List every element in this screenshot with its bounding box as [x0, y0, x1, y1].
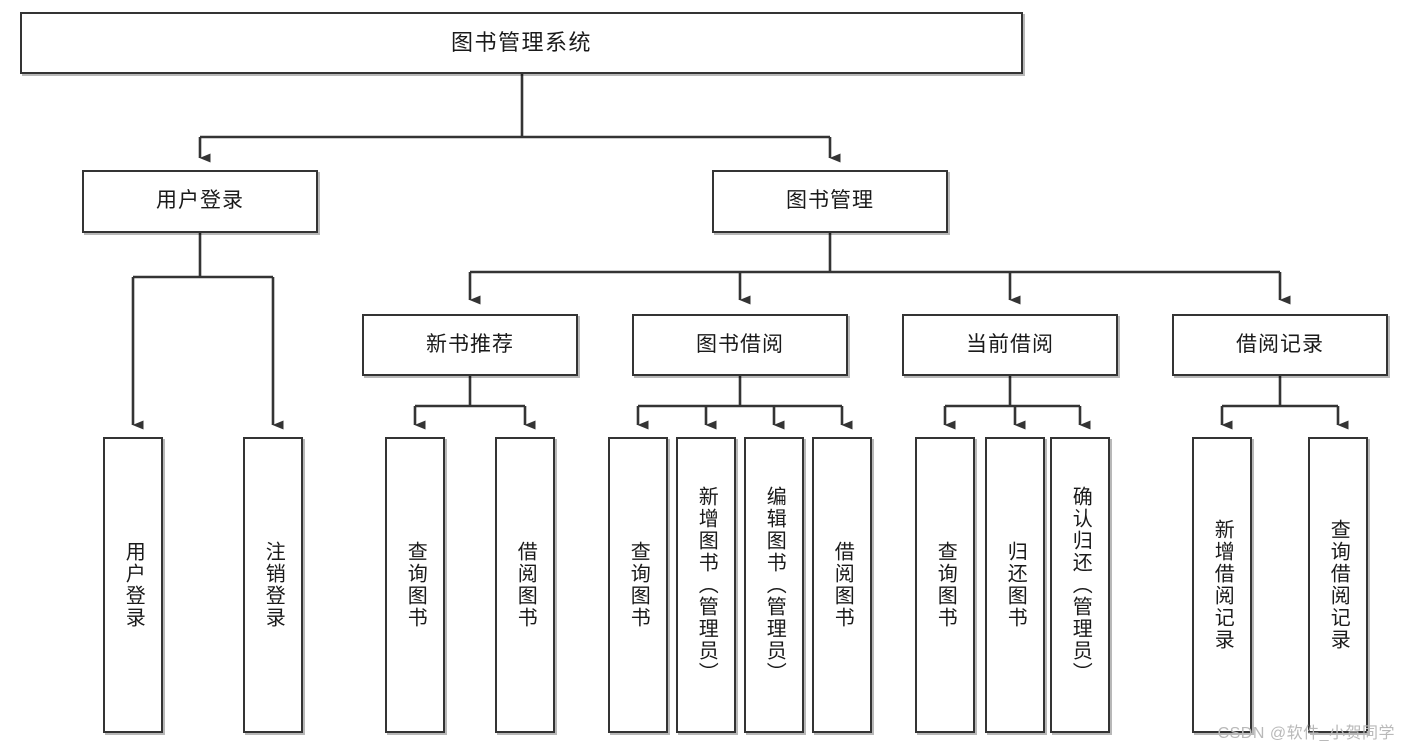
node-current-borrow-label: 当前借阅 [966, 332, 1054, 356]
leaf-query-book-3[interactable]: 查询图书 [915, 437, 975, 733]
leaf-confirm-return[interactable]: 确认归还（管理员） [1050, 437, 1110, 733]
node-book-borrow-label: 图书借阅 [696, 332, 784, 356]
leaf-query-record-label: 查询借阅记录 [1327, 519, 1350, 651]
leaf-add-book[interactable]: 新增图书（管理员） [676, 437, 736, 733]
leaf-add-book-label: 新增图书（管理员） [695, 486, 718, 684]
node-root[interactable]: 图书管理系统 [20, 12, 1023, 74]
node-borrow-record[interactable]: 借阅记录 [1172, 314, 1388, 376]
leaf-return-book[interactable]: 归还图书 [985, 437, 1045, 733]
leaf-borrow-book-2[interactable]: 借阅图书 [812, 437, 872, 733]
leaf-query-book-2-label: 查询图书 [627, 541, 650, 629]
leaf-borrow-book-2-label: 借阅图书 [831, 541, 854, 629]
leaf-confirm-return-label: 确认归还（管理员） [1069, 486, 1092, 684]
leaf-borrow-book-1-label: 借阅图书 [514, 541, 537, 629]
node-current-borrow[interactable]: 当前借阅 [902, 314, 1118, 376]
leaf-borrow-book-1[interactable]: 借阅图书 [495, 437, 555, 733]
node-borrow-record-label: 借阅记录 [1236, 332, 1324, 356]
leaf-user-logout-label: 注销登录 [262, 541, 285, 629]
leaf-query-book-3-label: 查询图书 [934, 541, 957, 629]
leaf-query-book-1-label: 查询图书 [404, 541, 427, 629]
leaf-query-book-1[interactable]: 查询图书 [385, 437, 445, 733]
node-root-label: 图书管理系统 [450, 30, 592, 56]
node-book-management[interactable]: 图书管理 [712, 170, 948, 233]
leaf-user-login-label: 用户登录 [122, 541, 145, 629]
node-new-book-recommend[interactable]: 新书推荐 [362, 314, 578, 376]
leaf-add-record-label: 新增借阅记录 [1211, 519, 1234, 651]
node-book-management-label: 图书管理 [786, 189, 874, 213]
leaf-query-book-2[interactable]: 查询图书 [608, 437, 668, 733]
leaf-user-login[interactable]: 用户登录 [103, 437, 163, 733]
leaf-edit-book-label: 编辑图书（管理员） [763, 486, 786, 684]
leaf-add-record[interactable]: 新增借阅记录 [1192, 437, 1252, 733]
leaf-edit-book[interactable]: 编辑图书（管理员） [744, 437, 804, 733]
leaf-query-record[interactable]: 查询借阅记录 [1308, 437, 1368, 733]
node-user-login-label: 用户登录 [156, 189, 244, 213]
node-new-book-recommend-label: 新书推荐 [426, 332, 514, 356]
leaf-return-book-label: 归还图书 [1004, 541, 1027, 629]
leaf-user-logout[interactable]: 注销登录 [243, 437, 303, 733]
csdn-watermark: CSDN @软件_小贺同学 [1217, 725, 1395, 742]
node-user-login[interactable]: 用户登录 [82, 170, 318, 233]
node-book-borrow[interactable]: 图书借阅 [632, 314, 848, 376]
